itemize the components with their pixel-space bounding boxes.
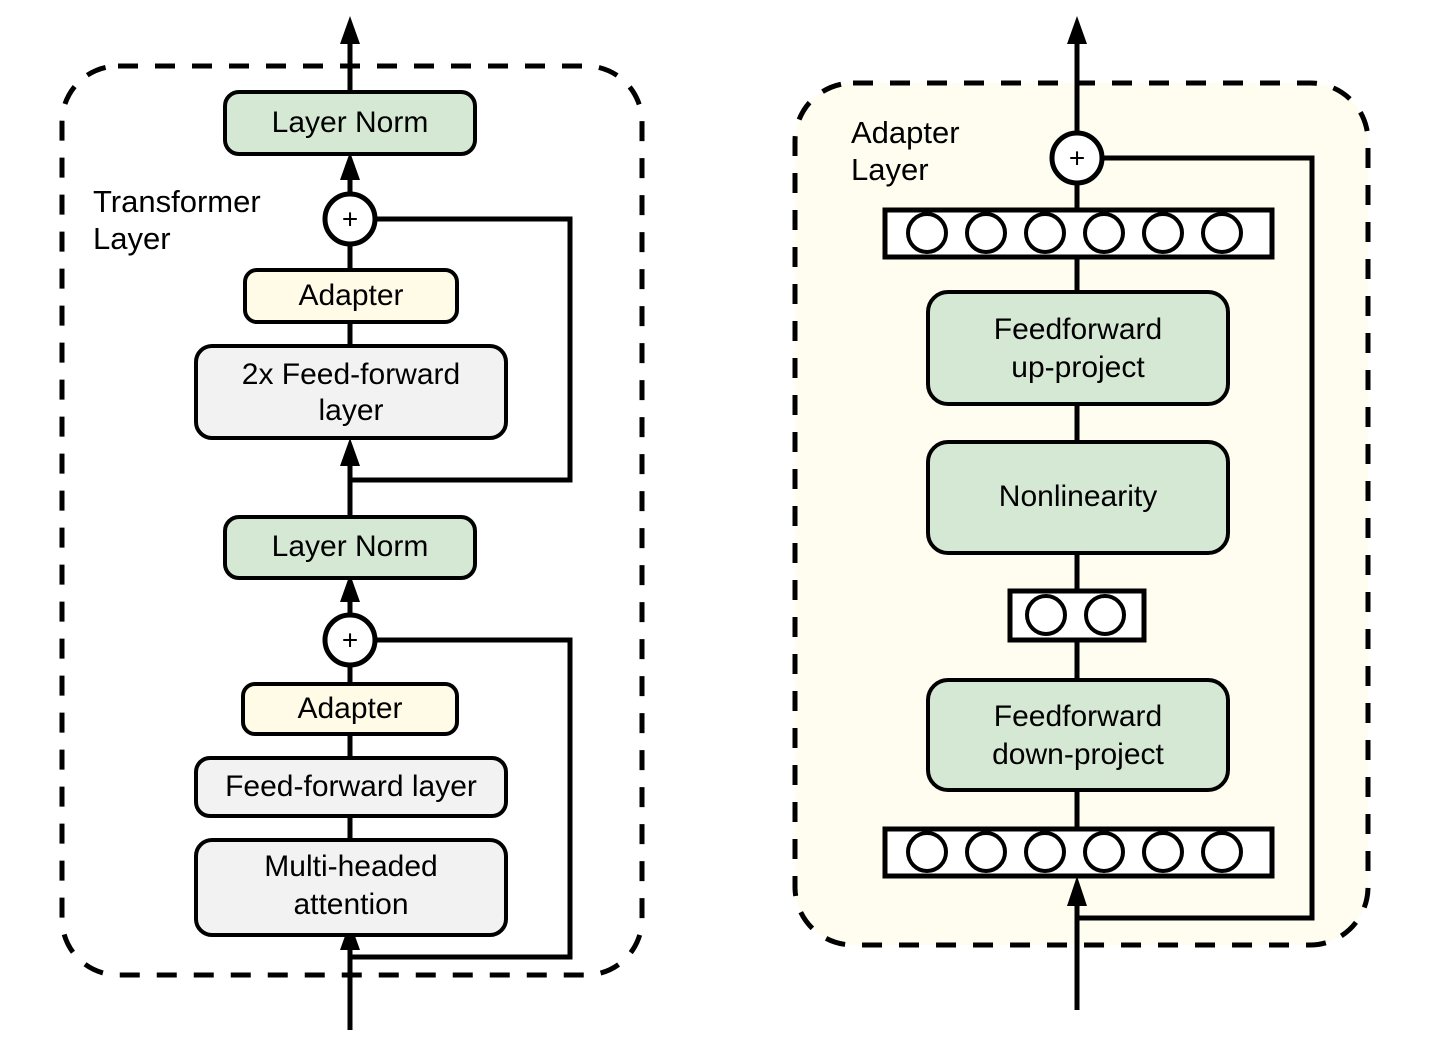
adapter-residual-connection	[1077, 155, 1315, 921]
block-multi-headed-attention-label-line1: Multi-headed	[264, 850, 437, 883]
block-adapter-top-label: Adapter	[298, 279, 403, 312]
adder-bottom-symbol: +	[342, 624, 358, 655]
neuron-row-output[interactable]	[882, 207, 1275, 260]
block-adapter-top[interactable]: Adapter	[243, 268, 459, 324]
block-feed-forward-layer-label: Feed-forward layer	[225, 770, 477, 803]
adapter-layer-label-line2: Layer	[851, 152, 929, 187]
block-feed-forward-2x[interactable]: 2x Feed-forward layer	[194, 344, 508, 440]
block-nonlinearity-label: Nonlinearity	[999, 480, 1157, 513]
block-multi-headed-attention-label-line2: attention	[293, 888, 408, 921]
block-feedforward-down-project-label-line2: down-project	[992, 738, 1164, 771]
block-feed-forward-2x-label-line1: 2x Feed-forward	[242, 358, 460, 391]
arrowhead-to-layernorm-top	[340, 152, 360, 180]
residual-connection-lower	[350, 637, 573, 960]
block-multi-headed-attention[interactable]: Multi-headed attention	[194, 838, 508, 937]
residual-connection-upper	[350, 216, 573, 483]
block-layer-norm-mid-label: Layer Norm	[272, 530, 429, 563]
adapter-adder[interactable]: +	[1049, 130, 1105, 186]
block-feedforward-up-project[interactable]: Feedforward up-project	[926, 290, 1230, 406]
transformer-output-arrow	[340, 16, 360, 92]
block-feedforward-down-project-label-line1: Feedforward	[994, 700, 1162, 733]
adapter-layer-label-line1: Adapter	[851, 115, 960, 150]
block-adapter-bottom[interactable]: Adapter	[241, 682, 459, 736]
block-feedforward-up-project-label-line1: Feedforward	[994, 313, 1162, 346]
block-adapter-bottom-label: Adapter	[297, 692, 402, 725]
block-feedforward-up-project-label-line2: up-project	[1011, 351, 1145, 384]
block-layer-norm-mid[interactable]: Layer Norm	[223, 515, 477, 580]
block-nonlinearity[interactable]: Nonlinearity	[926, 440, 1230, 555]
block-feed-forward-2x-label-line2: layer	[318, 394, 383, 427]
arrowhead-to-2xff	[340, 438, 360, 466]
neuron-row-bottleneck[interactable]	[1007, 588, 1147, 643]
adapter-adder-symbol: +	[1069, 142, 1085, 173]
adder-top-symbol: +	[342, 203, 358, 234]
adder-top[interactable]: +	[322, 191, 378, 247]
transformer-layer-label-line2: Layer	[93, 221, 171, 256]
arrowhead-to-layernorm-mid	[340, 574, 360, 602]
neuron-row-input[interactable]	[882, 826, 1275, 879]
adder-bottom[interactable]: +	[322, 612, 378, 668]
block-feedforward-down-project[interactable]: Feedforward down-project	[926, 678, 1230, 792]
block-layer-norm-top-label: Layer Norm	[272, 106, 429, 139]
block-feed-forward-layer[interactable]: Feed-forward layer	[194, 756, 508, 818]
adapter-layer-panel	[792, 80, 1371, 948]
adapter-input-arrowhead	[1067, 876, 1087, 906]
transformer-layer-label-line1: Transformer	[93, 184, 261, 219]
block-layer-norm-top[interactable]: Layer Norm	[223, 90, 477, 156]
